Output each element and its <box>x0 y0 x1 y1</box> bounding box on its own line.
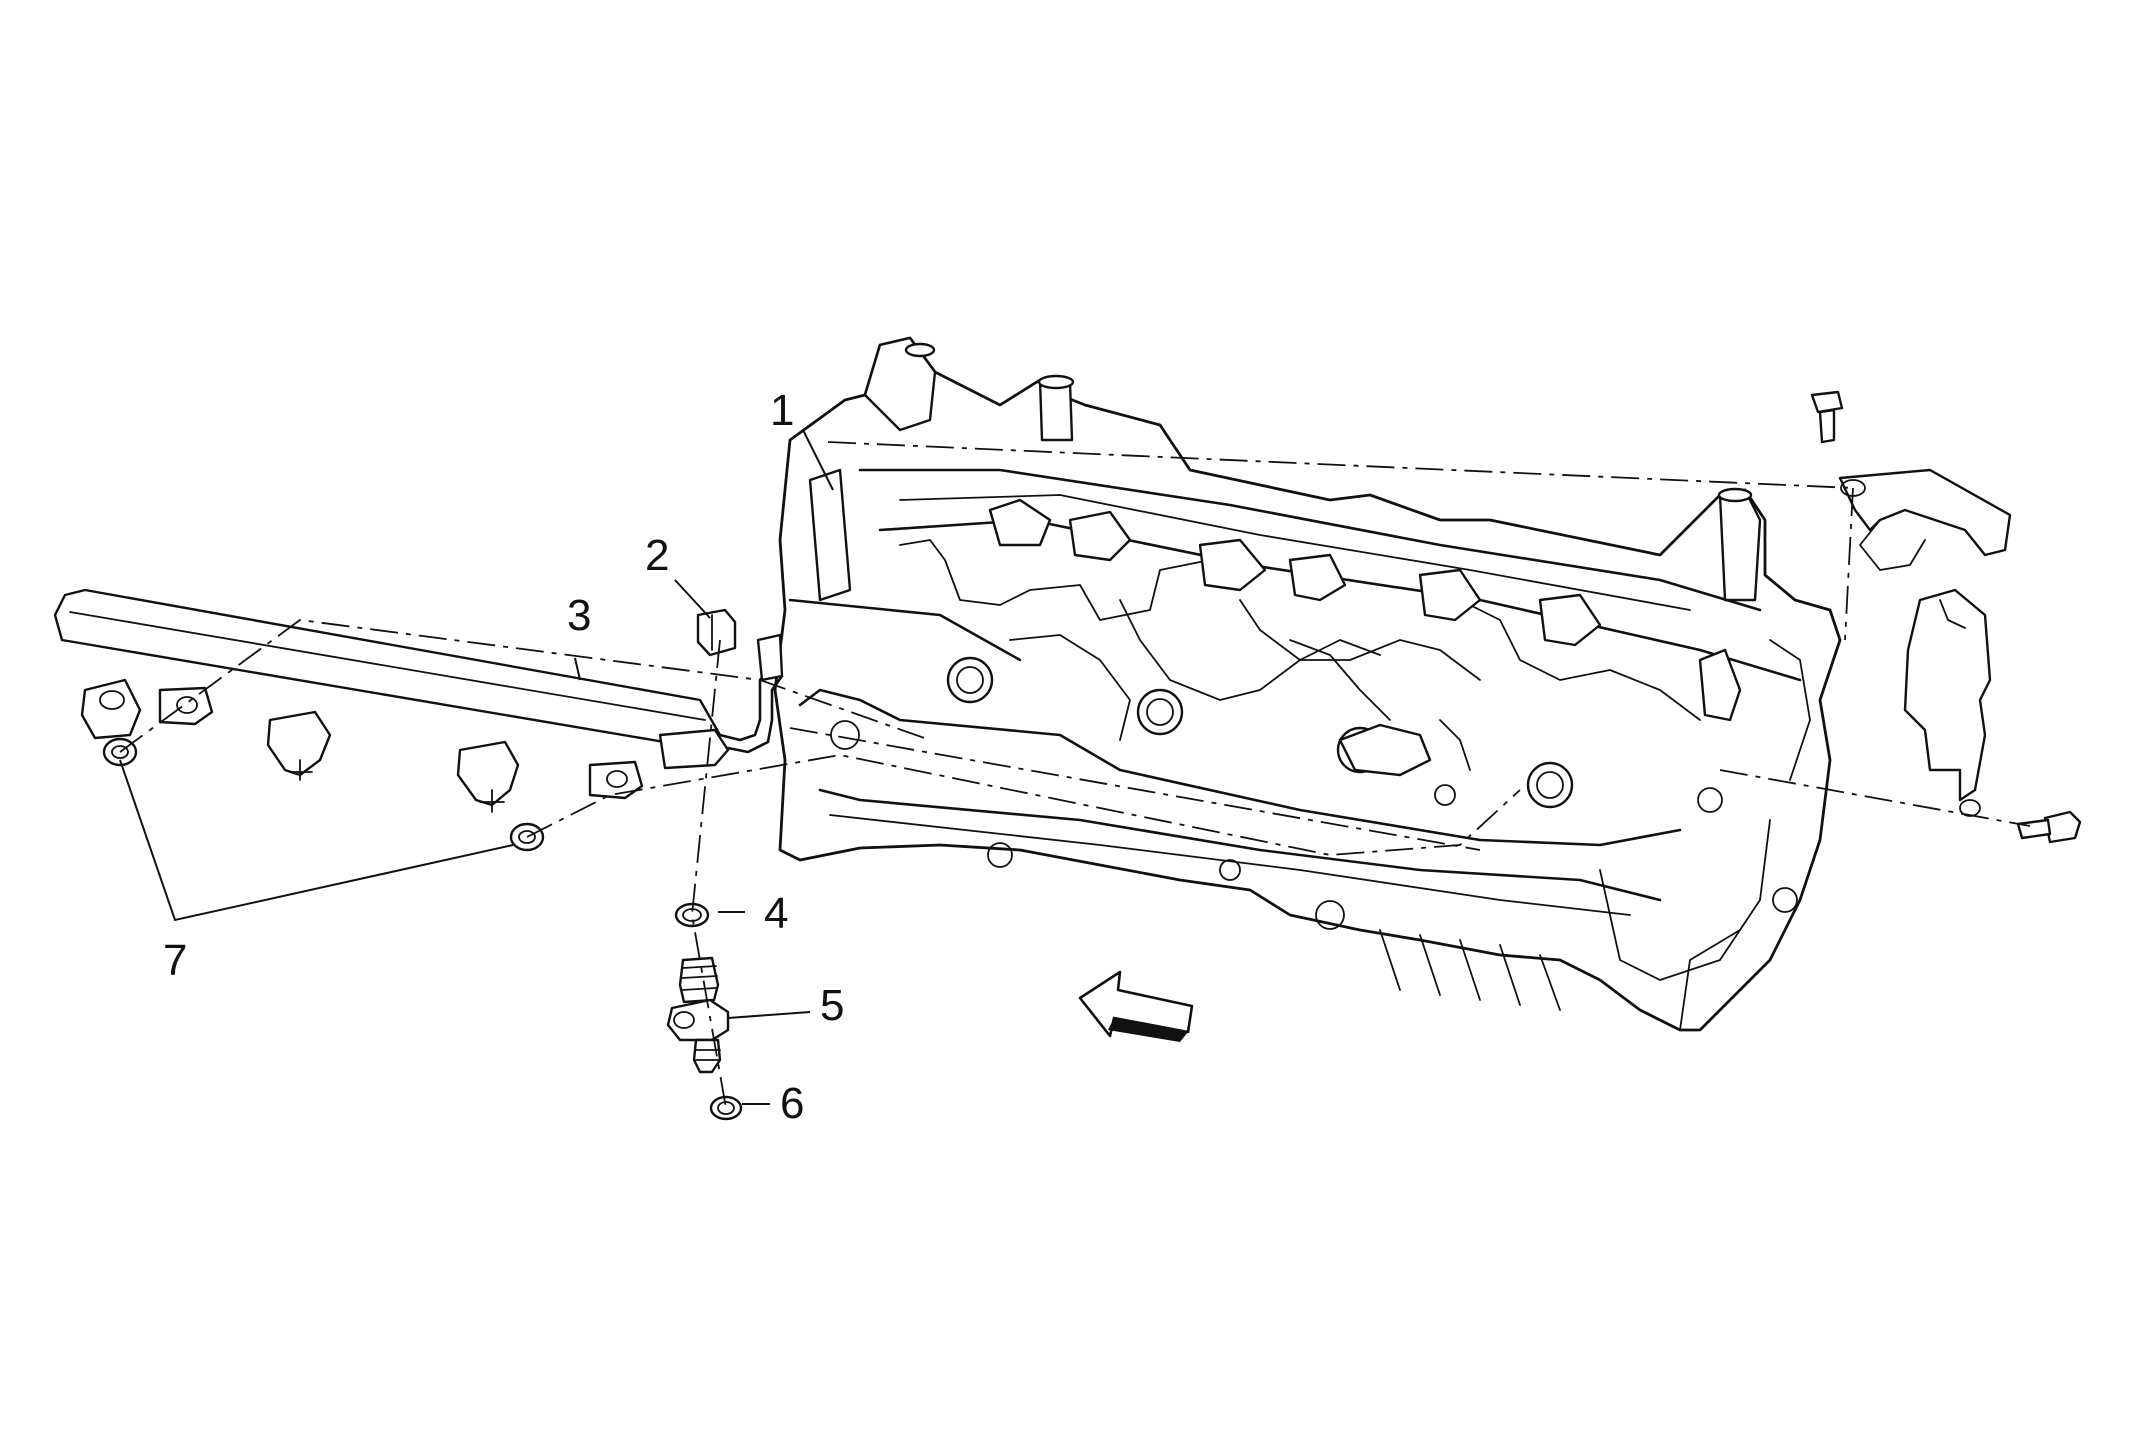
callout-1: 1 <box>770 386 794 435</box>
rail-bracket-left <box>158 686 214 726</box>
bracket-upper <box>1838 468 2012 571</box>
fuel-rail-clip <box>696 608 737 657</box>
callout-6: 6 <box>780 1079 804 1128</box>
callout-7: 7 <box>163 936 187 985</box>
lower-seal-ring <box>709 1095 743 1121</box>
bracket-lower <box>1903 588 1992 817</box>
rail-bracket-right <box>588 760 644 800</box>
callout-5: 5 <box>820 981 844 1030</box>
callouts: 1 2 3 4 5 6 7 <box>163 386 844 1128</box>
callout-2: 2 <box>645 531 669 580</box>
cylinder-head <box>773 336 1842 1032</box>
rail-end-fitting <box>658 728 730 770</box>
fuel-rail <box>53 588 784 813</box>
alignment-lines <box>119 441 2031 1109</box>
callout-3: 3 <box>567 591 591 640</box>
rail-injector-cup-3 <box>456 740 520 813</box>
rail-injector-cup-1 <box>80 678 142 740</box>
bracket-bolt-side <box>2016 810 2082 844</box>
callout-4: 4 <box>764 889 788 938</box>
fuel-injector <box>666 956 730 1074</box>
rail-injector-cup-2 <box>266 710 332 781</box>
upper-seal-ring <box>674 902 710 928</box>
bracket-bolt-top <box>1810 390 1844 444</box>
leader-lines <box>119 429 834 1105</box>
front-arrow-icon <box>1078 970 1194 1042</box>
